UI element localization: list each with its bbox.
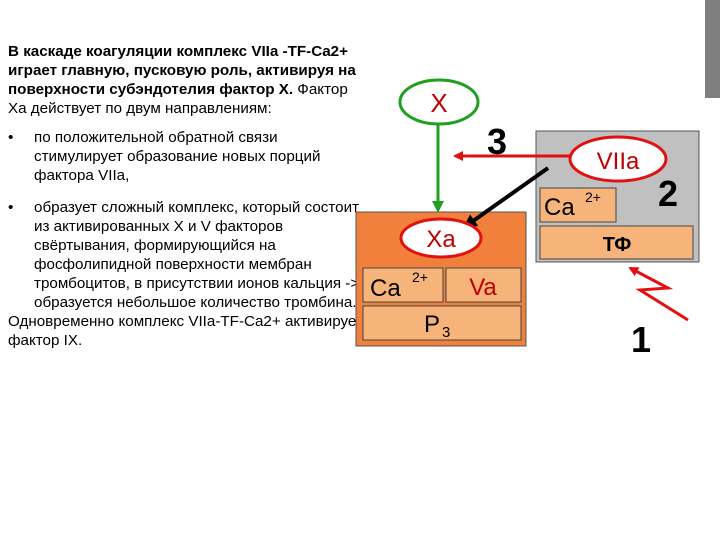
bullet-text: по положительной обратной связи стимулир… <box>34 129 321 184</box>
intro-bold: В каскаде коагуляции комплекс VIIa -TF-C… <box>8 43 356 98</box>
explanation-text: В каскаде коагуляции комплекс VIIa -TF-C… <box>8 42 366 350</box>
bullet-text: образует сложный комплекс, который состо… <box>34 199 360 311</box>
step-number-1: 1 <box>631 319 651 360</box>
factor-x-label: X <box>430 88 447 118</box>
ca-cell-viia <box>539 187 617 223</box>
ca-sup-viia: 2+ <box>585 189 601 205</box>
ca-label-xa: Ca <box>370 275 401 302</box>
bullet-item: • образует сложный комплекс, который сост… <box>8 198 366 312</box>
step-number-3: 3 <box>487 121 507 162</box>
activation-arrow-black <box>462 166 550 229</box>
factor-viia-label: VIIa <box>597 148 640 175</box>
intro-paragraph: В каскаде коагуляции комплекс VIIa -TF-C… <box>8 42 366 118</box>
trauma-arrow-red <box>628 266 689 322</box>
factor-x-ellipse <box>398 78 480 126</box>
va-cell <box>445 267 522 303</box>
factor-xa-ellipse <box>399 217 483 259</box>
bullet-marker: • <box>8 129 14 146</box>
va-label: Va <box>469 274 497 301</box>
tf-label: ТФ <box>603 234 632 256</box>
outro-paragraph: Одновременно комплекс VIIa-TF-Ca2+ актив… <box>8 313 363 349</box>
intro-rest: Фактор Ха действует по двум направлениям… <box>8 81 348 117</box>
p3-subscript: 3 <box>442 324 450 341</box>
ca-cell-xa <box>362 267 444 303</box>
ca-label-viia: Ca <box>544 194 575 221</box>
tf-cell <box>539 225 694 260</box>
bullet-marker: • <box>8 199 14 216</box>
edge-bar <box>705 0 720 98</box>
factor-xa-label: Xa <box>426 226 456 253</box>
bullet-list: • по положительной обратной связи стимули… <box>8 128 366 312</box>
bullet-item: • по положительной обратной связи стимули… <box>8 128 366 185</box>
ca-sup-xa: 2+ <box>412 269 428 285</box>
factor-viia-ellipse <box>568 135 668 183</box>
p3-label: P <box>424 311 440 338</box>
step-number-2: 2 <box>658 173 678 214</box>
p3-cell <box>362 305 522 341</box>
